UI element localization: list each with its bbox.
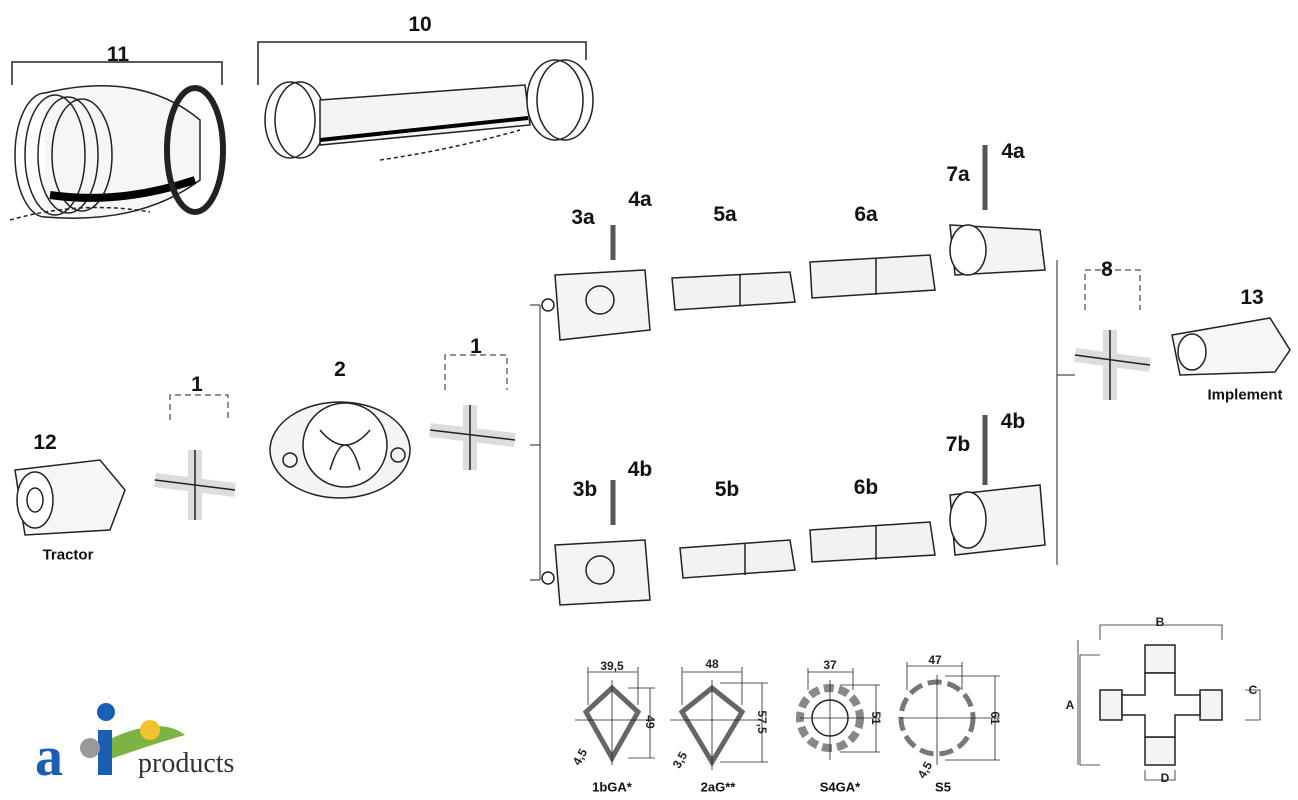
guard-cone	[9, 85, 226, 221]
label-part-3a: 3a	[571, 206, 595, 229]
label-part-4a: 4a	[628, 188, 652, 211]
profile-height: 51	[869, 711, 883, 725]
profile-height: 57,5	[755, 710, 769, 734]
cross-dim-d: D	[1160, 771, 1170, 785]
label-part-1: 1	[470, 335, 482, 358]
profile-width: 37	[823, 658, 837, 672]
label-part-13: 13	[1240, 286, 1264, 309]
profile-S5	[898, 662, 1000, 765]
caption-tractor: Tractor	[42, 546, 94, 564]
label-part-6a: 6a	[854, 203, 878, 226]
label-part-7a: 7a	[946, 163, 970, 186]
svg-text:a: a	[35, 726, 63, 788]
universal-cross-8	[1074, 330, 1151, 400]
label-part-4a: 4a	[1001, 140, 1025, 163]
cross-dim-c: C	[1248, 683, 1258, 697]
profile-width: 47	[928, 653, 942, 667]
bracket-11	[11, 61, 223, 85]
profile-name: S5	[935, 779, 951, 795]
ai-products-logo: a	[35, 703, 185, 788]
cross-dimension-drawing	[1077, 624, 1261, 781]
label-part-6b: 6b	[853, 476, 879, 499]
label-part-3b: 3b	[572, 478, 598, 501]
inner-yoke-a	[541, 269, 651, 341]
cross-dim-a: A	[1065, 698, 1075, 712]
spring-pins	[610, 145, 988, 525]
drive-tube-assembly	[264, 59, 594, 161]
wide-angle-center-housing	[269, 401, 411, 499]
profile-name: 2aG**	[700, 779, 736, 795]
profile-width: 39,5	[600, 659, 624, 673]
inner-tube-a	[809, 254, 936, 299]
label-part-2: 2	[334, 358, 346, 381]
outer-tube-b	[679, 539, 796, 579]
label-part-12: 12	[33, 431, 57, 454]
label-part-7b: 7b	[945, 433, 971, 456]
inner-tube-b	[809, 521, 936, 563]
label-part-10: 10	[408, 13, 432, 36]
profile-height: 61	[988, 711, 1002, 725]
profile-name: 1bGA*	[592, 779, 632, 795]
outer-tube-a	[671, 271, 796, 311]
label-part-8: 8	[1101, 258, 1113, 281]
label-part-11: 11	[106, 43, 130, 66]
label-part-5a: 5a	[713, 203, 737, 226]
universal-cross-right	[429, 405, 516, 470]
profile-width: 48	[705, 657, 719, 671]
profile-height: 49	[643, 715, 657, 729]
label-part-4b: 4b	[627, 458, 653, 481]
universal-cross-left	[154, 450, 236, 520]
tractor-yoke	[14, 459, 126, 536]
logo-wordmark: products	[138, 748, 235, 779]
profile-S4GA	[796, 668, 880, 760]
label-part-5b: 5b	[714, 478, 740, 501]
label-part-1: 1	[191, 373, 203, 396]
profile-name: S4GA*	[819, 779, 861, 795]
label-part-4b: 4b	[1000, 410, 1026, 433]
profile-1bGA	[575, 667, 655, 765]
bracket-10	[257, 41, 587, 85]
cross-dim-b: B	[1155, 615, 1165, 629]
inner-yoke-b	[541, 539, 651, 606]
outer-yoke-a	[949, 224, 1046, 276]
outer-yoke-b	[949, 484, 1046, 556]
profile-2aG	[670, 667, 768, 770]
caption-implement: Implement	[1207, 386, 1283, 404]
implement-yoke	[1171, 317, 1291, 376]
